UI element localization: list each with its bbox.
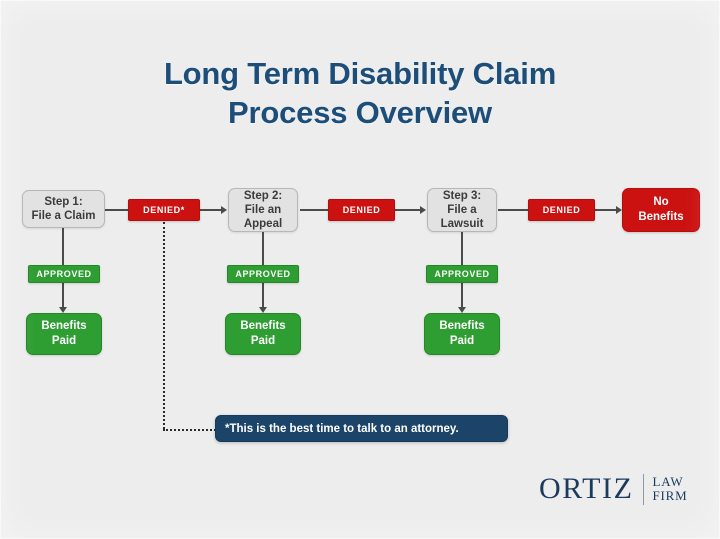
step-1-box[interactable]: Step 1: File a Claim xyxy=(22,190,105,228)
logo-subtitle-line2: FIRM xyxy=(652,488,688,503)
approved-box-1-label: APPROVED xyxy=(36,269,92,279)
step-2-label-line3: Appeal xyxy=(243,218,283,230)
approved-box-3-label: APPROVED xyxy=(434,269,490,279)
arrowhead-to-paid3 xyxy=(458,307,466,313)
arrowhead-to-paid2 xyxy=(259,307,267,313)
connector-step3-to-denied3 xyxy=(498,209,529,211)
no-benefits-box[interactable]: No Benefits xyxy=(622,188,700,232)
dotted-connector-vertical xyxy=(163,222,165,429)
arrowhead-to-nobenefits xyxy=(616,206,622,214)
denied-box-2[interactable]: DENIED xyxy=(328,199,395,221)
step-1-label-line1: Step 1: xyxy=(44,196,83,208)
step-2-box[interactable]: Step 2: File an Appeal xyxy=(228,188,298,232)
connector-step2-to-approved2 xyxy=(262,231,264,266)
connector-step3-to-approved3 xyxy=(461,231,463,266)
benefits-paid-1-line1: Benefits xyxy=(41,320,87,332)
benefits-paid-box-1[interactable]: Benefits Paid xyxy=(26,313,102,355)
logo-divider xyxy=(642,473,644,505)
arrowhead-to-step2 xyxy=(221,206,227,214)
step-3-label-line3: Lawsuit xyxy=(440,218,484,230)
approved-box-2-label: APPROVED xyxy=(235,269,291,279)
connector-approved2-to-paid2 xyxy=(262,283,264,309)
denied-box-1[interactable]: DENIED* xyxy=(128,199,200,221)
step-1-label-line2: File a Claim xyxy=(31,210,96,222)
denied-box-1-label: DENIED* xyxy=(143,205,185,215)
arrowhead-to-step3 xyxy=(420,206,426,214)
attorney-callout-box[interactable]: *This is the best time to talk to an att… xyxy=(215,415,508,442)
page-title-line2: Process Overview xyxy=(228,95,492,130)
logo-subtitle: LAW FIRM xyxy=(653,475,688,503)
denied-box-3-label: DENIED xyxy=(542,205,581,215)
step-3-box[interactable]: Step 3: File a Lawsuit xyxy=(427,188,497,232)
benefits-paid-2-line2: Paid xyxy=(250,335,276,347)
benefits-paid-box-2[interactable]: Benefits Paid xyxy=(225,313,301,355)
denied-box-3[interactable]: DENIED xyxy=(528,199,595,221)
page-title: Long Term Disability Claim Process Overv… xyxy=(0,54,720,132)
arrowhead-to-paid1 xyxy=(59,307,67,313)
no-benefits-line1: No xyxy=(653,196,669,208)
approved-box-3[interactable]: APPROVED xyxy=(426,265,498,283)
logo-subtitle-line1: LAW xyxy=(652,474,684,489)
no-benefits-line2: Benefits xyxy=(638,211,684,223)
connector-denied2-to-step3 xyxy=(395,209,421,211)
connector-step1-to-denied1 xyxy=(105,209,129,211)
benefits-paid-2-line1: Benefits xyxy=(240,320,286,332)
ortiz-law-firm-logo: ORTIZ LAW FIRM xyxy=(539,472,688,506)
benefits-paid-3-line1: Benefits xyxy=(439,320,485,332)
denied-box-2-label: DENIED xyxy=(342,205,381,215)
connector-approved3-to-paid3 xyxy=(461,283,463,309)
page-title-line1: Long Term Disability Claim xyxy=(163,56,557,91)
dotted-connector-horizontal xyxy=(163,429,216,431)
step-3-label-line1: Step 3: xyxy=(442,190,482,202)
connector-step2-to-denied2 xyxy=(300,209,329,211)
logo-name: ORTIZ xyxy=(539,472,634,505)
step-2-label-line2: File an xyxy=(244,204,282,216)
benefits-paid-3-line2: Paid xyxy=(449,335,475,347)
step-3-label-line2: File a xyxy=(447,204,477,216)
connector-denied1-to-step2 xyxy=(200,209,222,211)
connector-denied3-to-nobenefits xyxy=(595,209,617,211)
step-2-label-line1: Step 2: xyxy=(243,190,283,202)
benefits-paid-1-line2: Paid xyxy=(51,335,77,347)
benefits-paid-box-3[interactable]: Benefits Paid xyxy=(424,313,500,355)
approved-box-1[interactable]: APPROVED xyxy=(28,265,100,283)
approved-box-2[interactable]: APPROVED xyxy=(227,265,299,283)
connector-approved1-to-paid1 xyxy=(62,283,64,309)
connector-step1-to-approved1 xyxy=(62,228,64,266)
attorney-callout-text: *This is the best time to talk to an att… xyxy=(225,422,459,435)
